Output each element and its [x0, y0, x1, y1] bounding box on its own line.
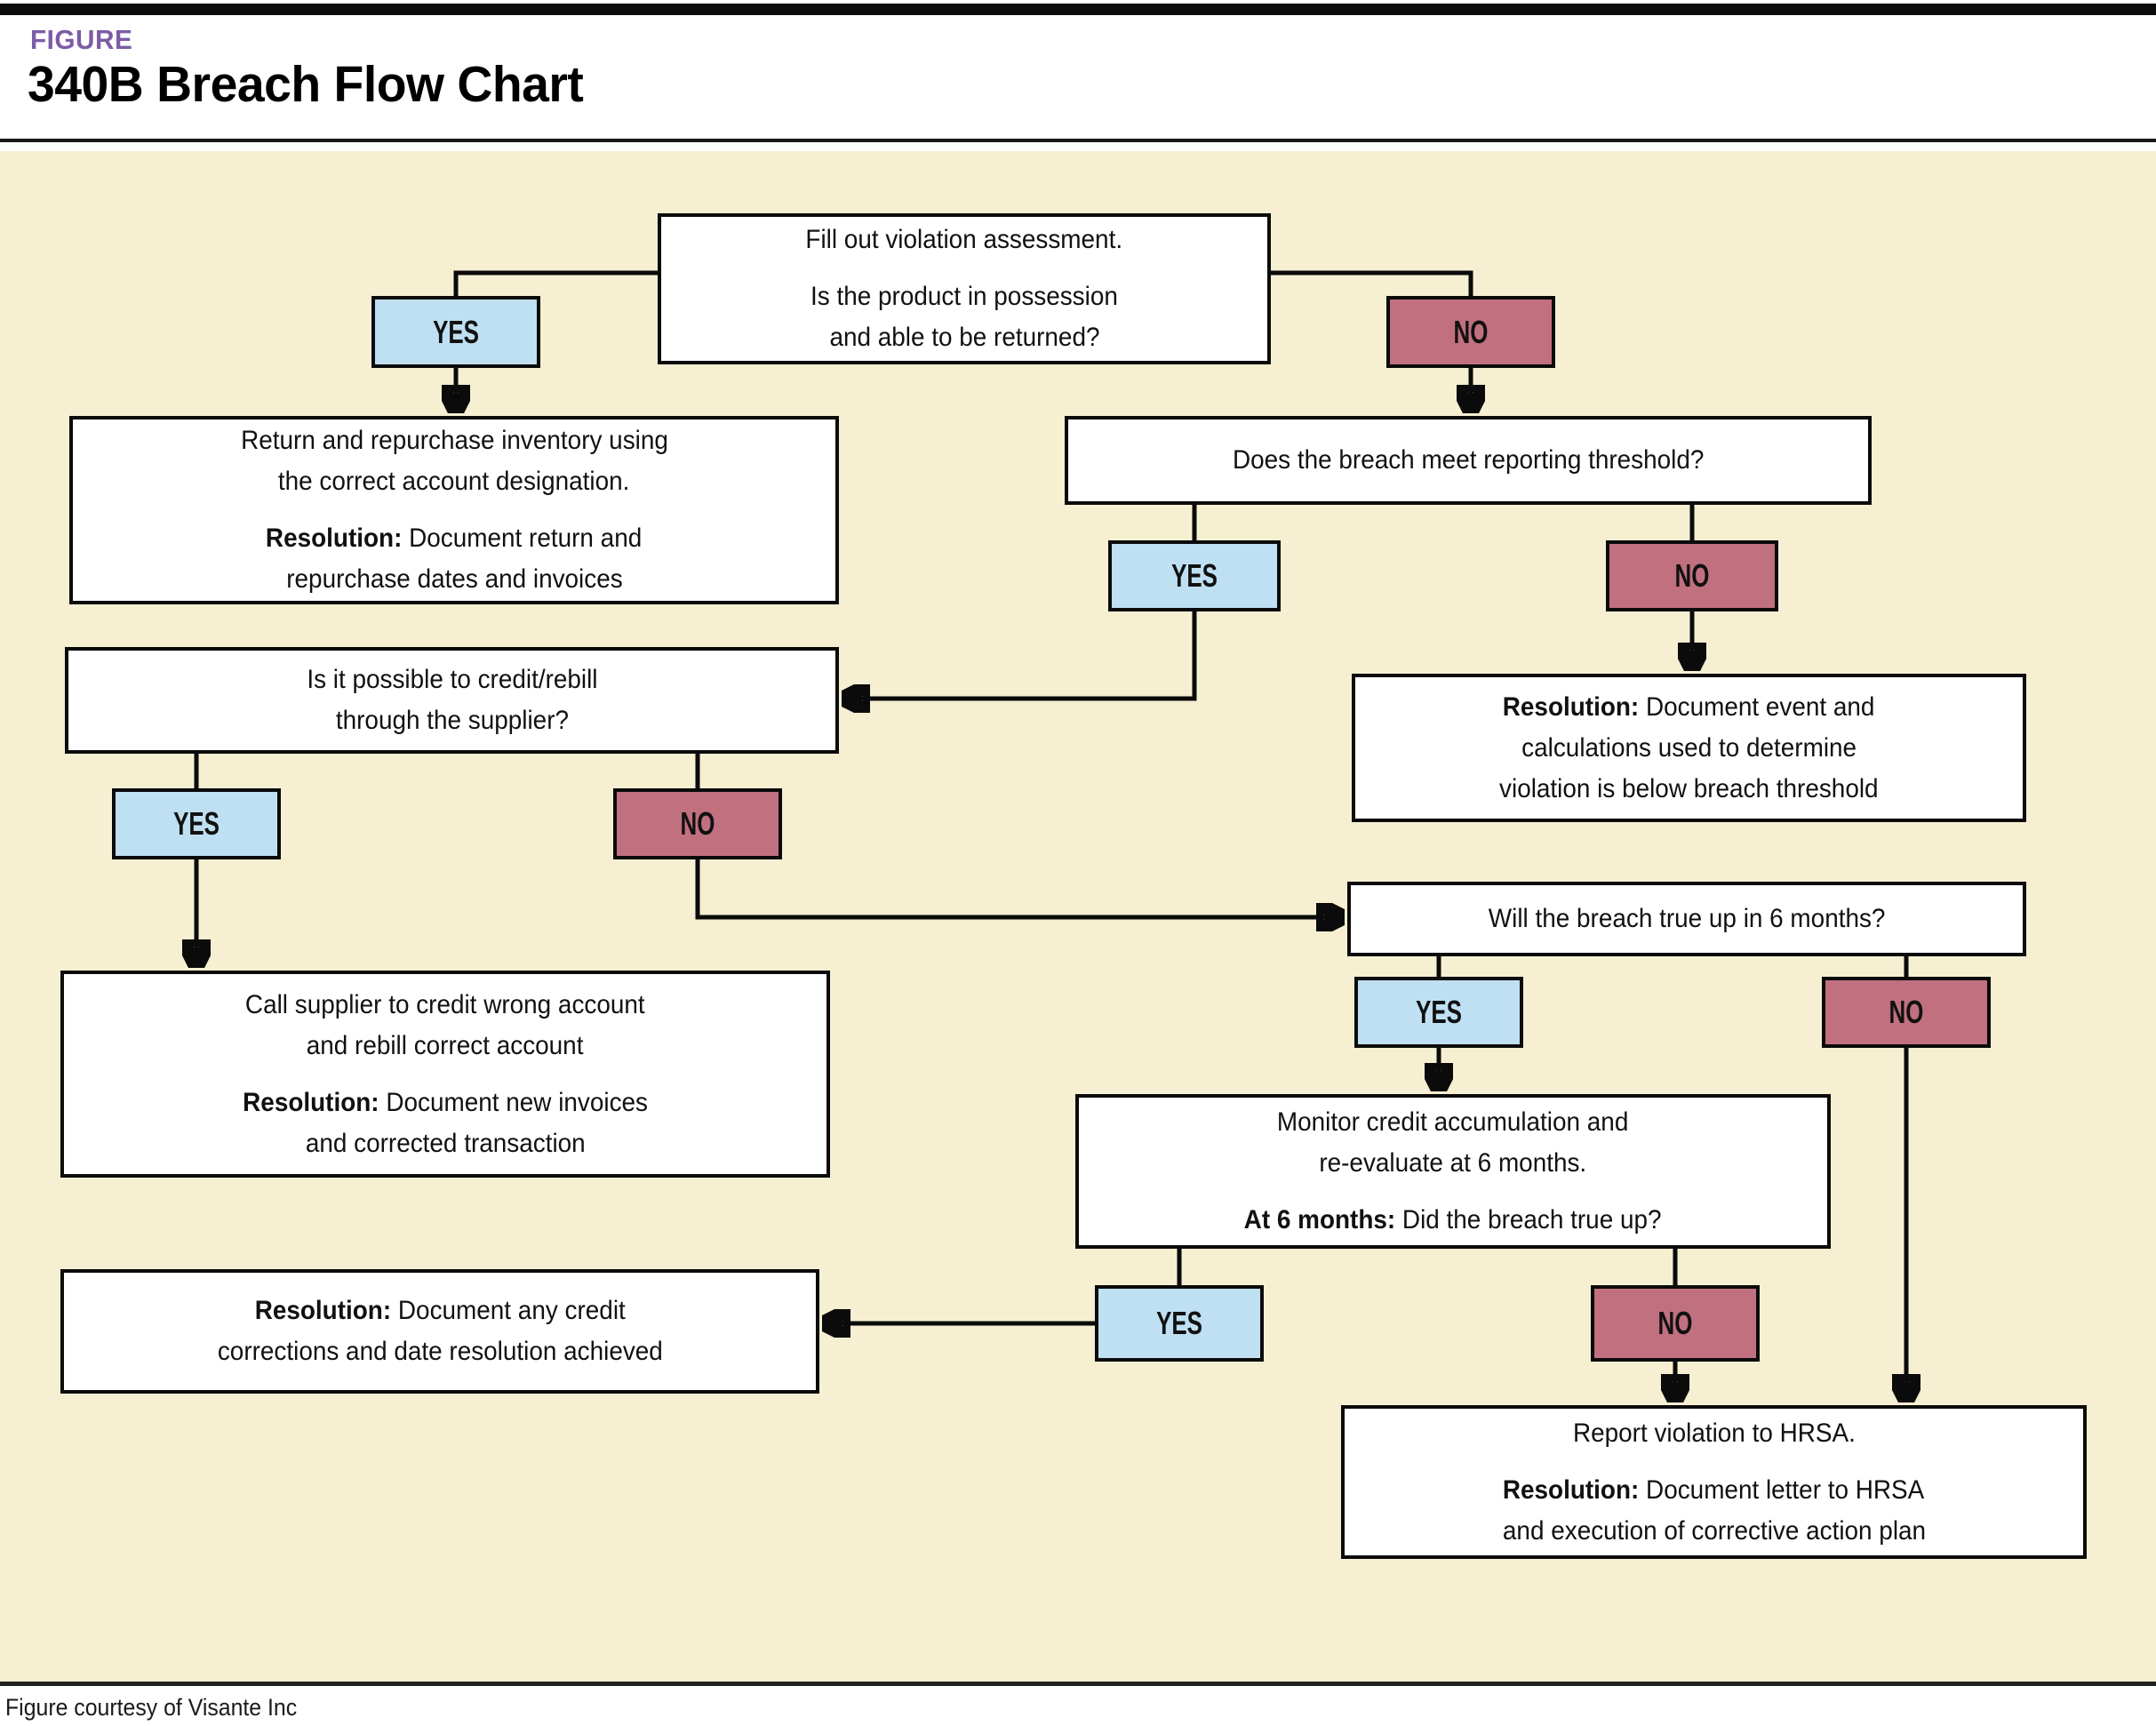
yes-tag-monitor: YES — [1095, 1285, 1264, 1362]
no-tag-monitor: NO — [1591, 1285, 1760, 1362]
yes-tag-threshold: YES — [1108, 540, 1281, 611]
node-reporting-threshold: Does the breach meet reporting threshold… — [1065, 416, 1872, 505]
no-tag-assessment: NO — [1386, 296, 1555, 368]
node-report-hrsa: Report violation to HRSA. Resolution: Do… — [1341, 1405, 2087, 1559]
figure-title: 340B Breach Flow Chart — [28, 56, 584, 113]
node-true-up-6-months: Will the breach true up in 6 months? — [1347, 882, 2026, 956]
node-violation-assessment: Fill out violation assessment. Is the pr… — [658, 213, 1271, 364]
yes-tag-assessment: YES — [371, 296, 540, 368]
node-credit-rebill: Is it possible to credit/rebill through … — [65, 647, 839, 754]
no-tag-trueup: NO — [1822, 977, 1991, 1048]
figure-credit: Figure courtesy of Visante Inc — [5, 1694, 298, 1721]
node-call-supplier: Call supplier to credit wrong account an… — [60, 971, 830, 1178]
yes-tag-rebill: YES — [112, 788, 281, 859]
header-divider — [0, 139, 2156, 142]
yes-tag-trueup: YES — [1354, 977, 1523, 1048]
no-tag-rebill: NO — [613, 788, 782, 859]
no-tag-threshold: NO — [1606, 540, 1778, 611]
top-rule-bar — [0, 4, 2156, 15]
node-credit-resolution: Resolution: Document any credit correcti… — [60, 1269, 819, 1394]
node-return-repurchase: Return and repurchase inventory using th… — [69, 416, 839, 604]
node-monitor-credit: Monitor credit accumulation and re-evalu… — [1075, 1094, 1831, 1249]
figure-kicker: FIGURE — [30, 24, 133, 55]
node-below-breach-threshold: Resolution: Document event and calculati… — [1352, 674, 2026, 822]
